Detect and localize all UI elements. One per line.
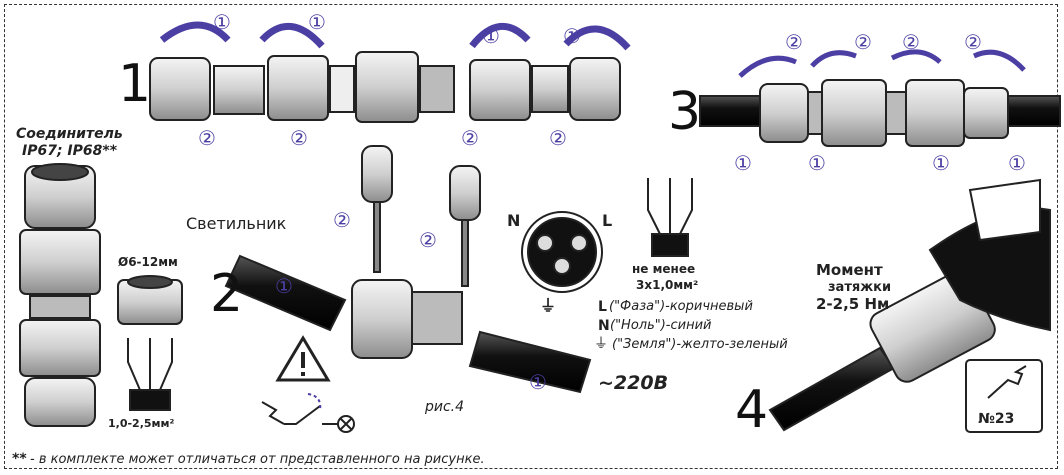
legend-n-letter: N	[598, 318, 610, 334]
step4-wrench-assembly	[768, 178, 1051, 432]
torque-title-2: затяжки	[828, 280, 892, 295]
arrow-marker-1a: ①	[213, 10, 231, 34]
step1-exploded-connector	[149, 51, 621, 123]
connector-vertical	[19, 163, 101, 427]
diameter-label: Ø6-12мм	[118, 255, 178, 269]
terminal-block-icon	[521, 211, 603, 293]
step3-assembled-connector	[699, 79, 1061, 147]
torque-value: 2-2,5 Нм	[816, 295, 890, 313]
arrow-marker-1b: ①	[308, 10, 326, 34]
legend-pe-text: ("Земля")-желто-зеленый	[612, 337, 788, 352]
min-wire-label: не менее	[632, 262, 696, 276]
connector-rating: IP67; IP68**	[22, 143, 118, 159]
ground-icon: ⏚	[540, 296, 557, 315]
arrow-marker-step2c: ①	[275, 274, 293, 298]
cross-section-label: 1,0-2,5мм²	[108, 417, 175, 430]
step-number-2: 2	[210, 264, 244, 324]
wrench-icon	[965, 359, 1043, 433]
arrow-marker-3g: ①	[932, 151, 950, 175]
lamp-icon	[337, 415, 355, 433]
arrow-marker-3e: ①	[734, 151, 752, 175]
legend-pe-icon: ⏚	[594, 336, 608, 352]
arrow-marker-2c: ②	[461, 126, 479, 150]
arrow-marker-2b: ②	[290, 126, 308, 150]
arrow-marker-1c: ①	[482, 24, 500, 48]
footnote-text: - в комплекте может отличаться от предст…	[30, 452, 485, 467]
figure-label: рис.4	[425, 399, 465, 415]
terminal-l: L	[602, 211, 613, 230]
arrow-marker-3d: ②	[964, 30, 982, 54]
arrow-marker-3c: ②	[902, 30, 920, 54]
arrow-marker-3b: ②	[854, 30, 872, 54]
arrow-marker-2d: ②	[549, 126, 567, 150]
legend-l-text: ("Фаза")-коричневый	[609, 299, 753, 314]
warning-icon	[275, 335, 331, 382]
arrow-marker-step2b: ②	[419, 228, 437, 252]
step1-rotate-arrows	[159, 21, 631, 51]
footnote-mark: **	[12, 451, 27, 467]
arrow-marker-3a: ②	[785, 30, 803, 54]
step3-rotate-arrows	[738, 49, 1026, 78]
terminal-n: N	[507, 211, 521, 230]
screwdriver-icon	[361, 145, 481, 287]
luminaire-label: Светильник	[186, 214, 287, 233]
switch-icon	[261, 393, 338, 425]
stripped-wires-small	[127, 338, 173, 411]
step-number-3: 3	[668, 82, 702, 142]
step-number-4: 4	[735, 380, 769, 440]
torque-title: Момент	[816, 261, 883, 279]
arrow-marker-step2a: ②	[333, 208, 351, 232]
arrow-marker-3f: ①	[808, 151, 826, 175]
dashed-frame	[4, 4, 1058, 469]
arrow-marker-2a: ②	[198, 126, 216, 150]
arrow-marker-1d: ①	[563, 24, 581, 48]
step2-connector	[224, 254, 592, 394]
wrench-size: №23	[978, 411, 1015, 427]
legend-l-letter: L	[598, 299, 607, 315]
min-wire-value: 3х1,0мм²	[636, 278, 699, 292]
step-number-1: 1	[118, 54, 152, 114]
arrow-marker-step2d: ①	[529, 370, 547, 394]
gland-nut	[117, 275, 183, 325]
legend-n-text: ("Ноль")-синий	[610, 318, 712, 333]
wires-3x1	[647, 178, 693, 257]
voltage-label: ~220В	[598, 372, 669, 394]
connector-title: Соединитель	[16, 126, 123, 142]
arrow-marker-3h: ①	[1008, 151, 1026, 175]
